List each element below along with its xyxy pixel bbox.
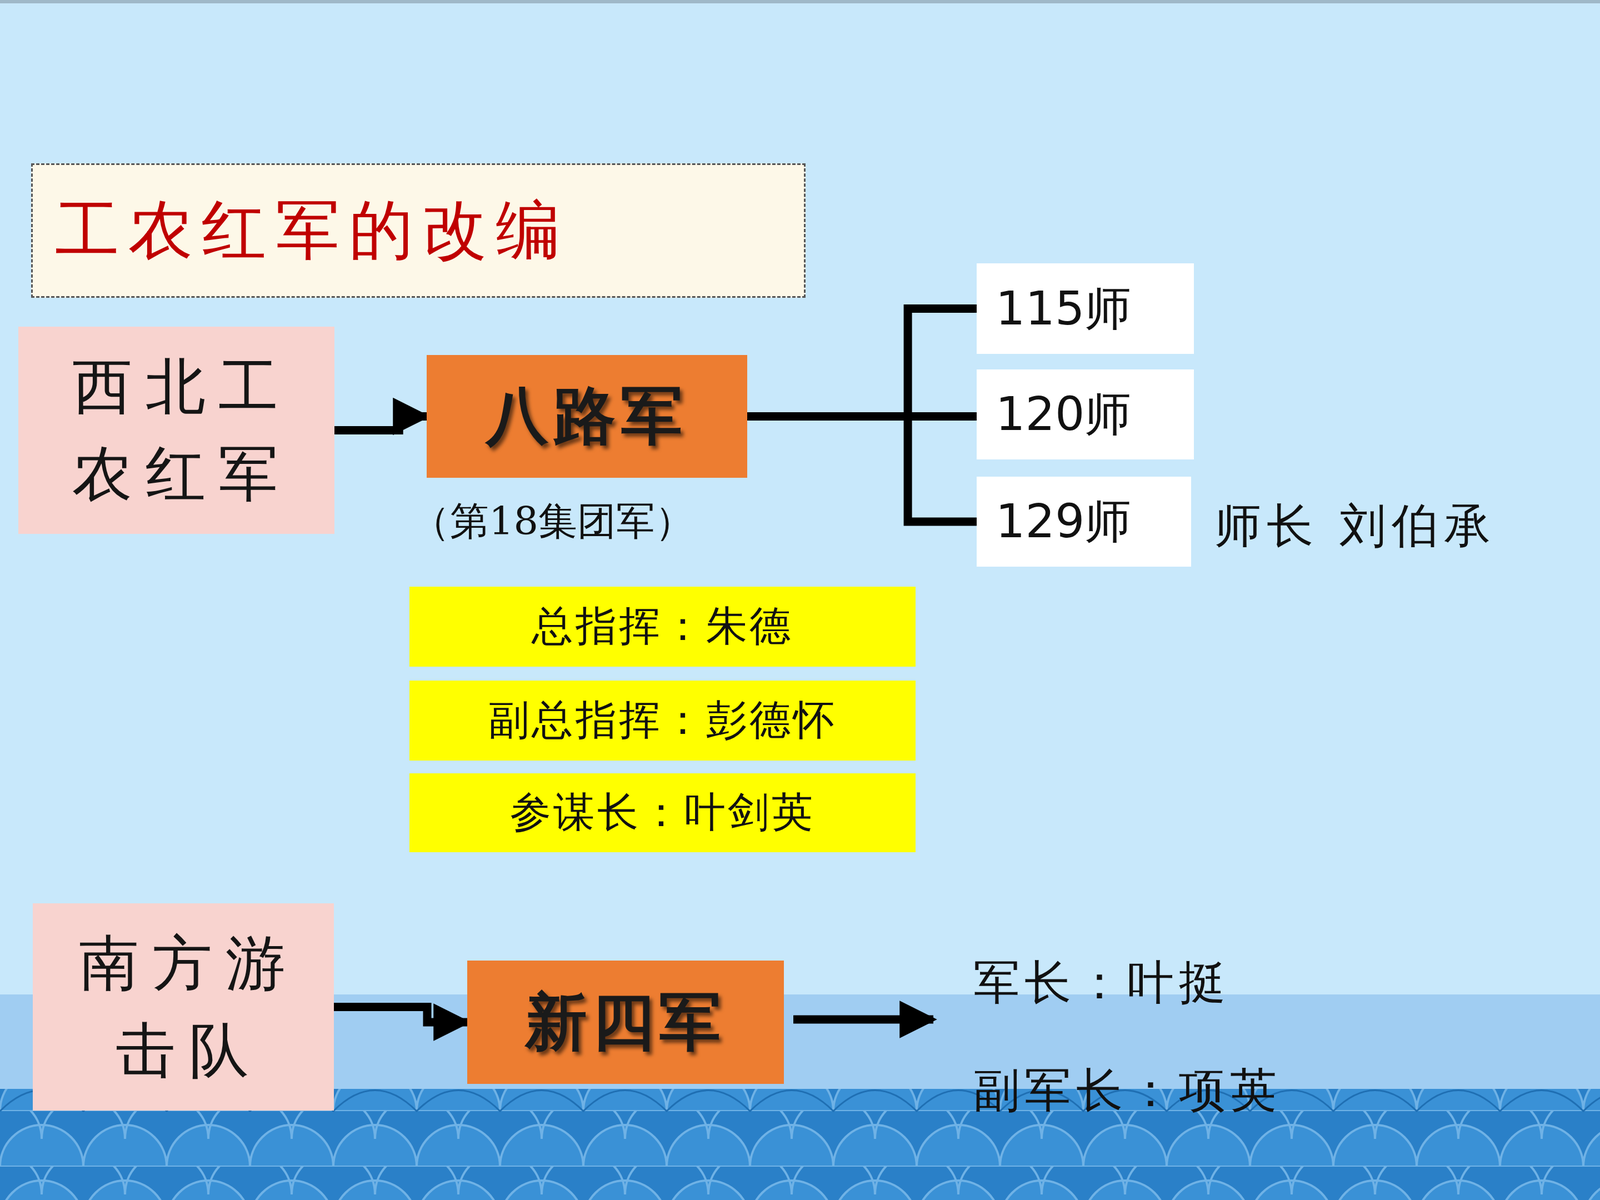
arrow-to-leaders	[793, 1015, 934, 1024]
commander-note: 师长 刘伯承	[1214, 494, 1497, 558]
leader-box: 参谋长：叶剑英	[409, 773, 916, 853]
title-box: 工农红军的改编	[31, 163, 806, 298]
connector	[334, 416, 427, 431]
division-box: 120师	[976, 369, 1194, 460]
commander-label: 副军长：项英	[973, 1058, 1282, 1123]
node-text: 120师	[995, 382, 1132, 447]
node-text: 西北工农红军	[46, 343, 318, 518]
connector	[333, 1007, 468, 1023]
source-box: 南方游击队	[32, 903, 334, 1111]
division-box: 129师	[976, 476, 1192, 567]
leader-box: 总指挥：朱德	[409, 586, 916, 667]
army-box: 新四军	[467, 960, 784, 1084]
node-text: 129师	[995, 490, 1132, 554]
node-text: 副总指挥：彭德怀	[488, 692, 838, 749]
army-box: 八路军	[426, 355, 748, 478]
title-text: 工农红军的改编	[55, 187, 570, 274]
source-box: 西北工农红军	[18, 326, 335, 534]
node-text: 八路军	[486, 374, 688, 459]
division-box: 115师	[976, 263, 1194, 354]
node-text: 总指挥：朱德	[531, 598, 794, 655]
commander-label: 军长：叶挺	[973, 951, 1230, 1015]
node-text: 参谋长：叶剑英	[510, 785, 815, 841]
node-text: 新四军	[525, 980, 727, 1065]
army-designation: （第18集团军）	[411, 495, 694, 548]
node-text: 南方游击队	[60, 920, 318, 1094]
leader-box: 副总指挥：彭德怀	[409, 680, 916, 761]
connector	[747, 416, 977, 523]
connector	[747, 308, 977, 417]
node-text: 115师	[995, 277, 1132, 341]
